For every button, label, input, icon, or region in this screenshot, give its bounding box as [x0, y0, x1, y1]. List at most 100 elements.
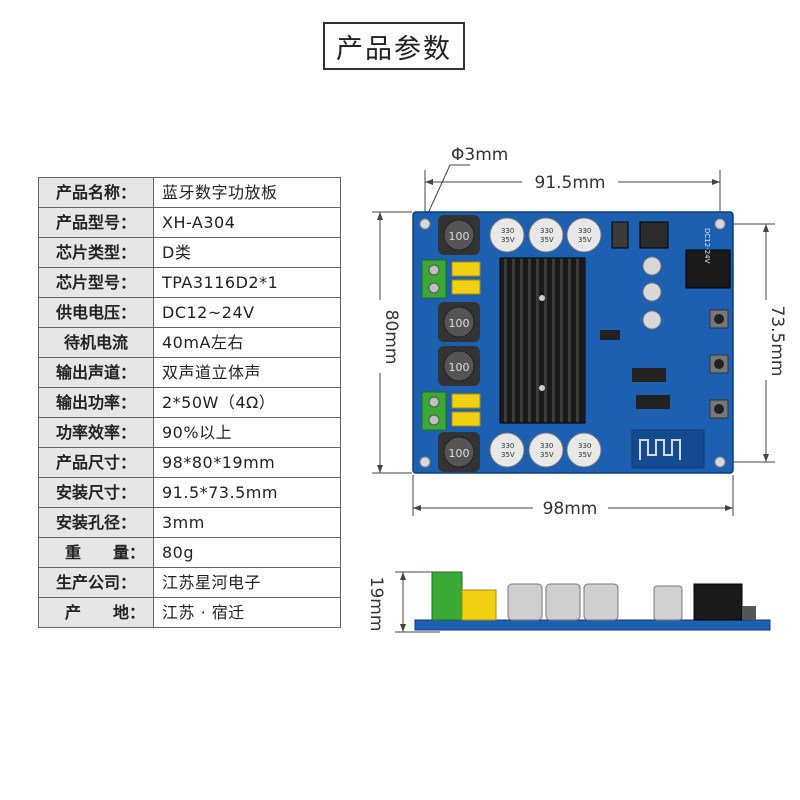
spec-value: 98*80*19mm	[153, 447, 341, 478]
electrolytic-capacitor-side	[545, 583, 581, 621]
svg-text:100: 100	[449, 317, 470, 330]
spec-value: 江苏星河电子	[153, 567, 341, 598]
svg-text:330: 330	[501, 227, 514, 235]
electrolytic-capacitor: 330 35V	[566, 217, 602, 253]
dc-jack-side	[693, 583, 743, 621]
table-row: 供电电压：DC12~24V	[38, 297, 341, 328]
antenna-icon	[639, 439, 681, 460]
mount-hole-icon	[714, 456, 726, 468]
voltage-regulator	[639, 221, 669, 249]
svg-text:330: 330	[578, 227, 591, 235]
spec-label-part: 量：	[112, 543, 145, 562]
small-capacitor	[642, 310, 662, 330]
table-row: 产品尺寸：98*80*19mm	[38, 447, 341, 478]
power-label: DC12-24V	[703, 228, 711, 264]
film-capacitor-side	[461, 589, 497, 621]
mount-hole-icon	[714, 218, 726, 230]
button-side	[742, 606, 756, 620]
spec-value: 40mA左右	[153, 327, 341, 358]
svg-text:330: 330	[540, 442, 553, 450]
film-capacitor	[451, 279, 481, 295]
pcb-side-view	[414, 571, 771, 631]
svg-text:35V: 35V	[501, 236, 515, 244]
table-row: 输出声道：双声道立体声	[38, 357, 341, 388]
mount-hole-icon	[419, 218, 431, 230]
small-capacitor	[642, 282, 662, 302]
spec-label: 安装孔径：	[38, 507, 154, 538]
height-label: 80mm	[381, 310, 401, 365]
spec-value: 3mm	[153, 507, 341, 538]
spec-value: TPA3116D2*1	[153, 267, 341, 298]
spec-label: 产品尺寸：	[38, 447, 154, 478]
screw-terminal-side	[431, 571, 463, 621]
mount-width-label: 91.5mm	[535, 173, 606, 193]
svg-text:35V: 35V	[540, 236, 554, 244]
pcb-edge	[414, 619, 771, 631]
page-title: 产品参数	[323, 22, 465, 70]
spec-label: 产 地：	[38, 597, 154, 628]
thickness-label: 19mm	[366, 577, 386, 632]
table-row: 产品型号：XH-A304	[38, 207, 341, 238]
mount-hole-icon	[419, 456, 431, 468]
spec-label: 安装尺寸：	[38, 477, 154, 508]
svg-text:100: 100	[449, 230, 470, 243]
spec-value: XH-A304	[153, 207, 341, 238]
spec-label: 重 量：	[38, 537, 154, 568]
spec-label: 芯片型号：	[38, 267, 154, 298]
spec-value: DC12~24V	[153, 297, 341, 328]
table-row: 产 地： 江苏 · 宿迁	[38, 597, 341, 628]
small-capacitor-side	[653, 585, 683, 621]
film-capacitor	[451, 411, 481, 427]
inductor: 100	[438, 432, 480, 472]
table-row: 产品名称：蓝牙数字功放板	[38, 177, 341, 208]
electrolytic-capacitor: 330 35V	[528, 432, 564, 468]
hole-dimension-label: Φ3mm	[451, 145, 508, 165]
svg-text:100: 100	[449, 447, 470, 460]
table-row: 功率效率：90%以上	[38, 417, 341, 448]
spec-label-part: 地：	[112, 603, 145, 622]
film-capacitor	[451, 261, 481, 277]
svg-text:100: 100	[449, 361, 470, 374]
table-row: 芯片类型：D类	[38, 237, 341, 268]
svg-text:35V: 35V	[501, 451, 515, 459]
spec-label: 产品名称：	[38, 177, 154, 208]
spec-label: 输出功率：	[38, 387, 154, 418]
dimension-arrows	[377, 179, 769, 511]
dc-jack	[685, 249, 731, 289]
svg-text:35V: 35V	[578, 236, 592, 244]
spec-label: 功率效率：	[38, 417, 154, 448]
spec-value: 蓝牙数字功放板	[153, 177, 341, 208]
pcb-top-view: 100 100 100 100 330 35V 330 35V	[412, 211, 734, 474]
inductor: 100	[438, 346, 480, 386]
spec-label-part: 重	[65, 543, 82, 562]
table-row: 安装孔径：3mm	[38, 507, 341, 538]
bluetooth-module	[631, 429, 705, 469]
film-capacitor	[451, 393, 481, 409]
spec-value: 90%以上	[153, 417, 341, 448]
electrolytic-capacitor: 330 35V	[528, 217, 564, 253]
electrolytic-capacitor: 330 35V	[489, 432, 525, 468]
ic-chip	[636, 395, 670, 409]
electrolytic-capacitor-side	[507, 583, 543, 621]
inductor: 100	[438, 302, 480, 342]
svg-text:330: 330	[540, 227, 553, 235]
mount-height-label: 73.5mm	[767, 306, 787, 377]
heatsink	[499, 257, 586, 424]
table-row: 安装尺寸：91.5*73.5mm	[38, 477, 341, 508]
spec-value: 91.5*73.5mm	[153, 477, 341, 508]
spec-table: 产品名称：蓝牙数字功放板 产品型号：XH-A304 芯片类型：D类 芯片型号：T…	[38, 177, 341, 628]
electrolytic-capacitor: 330 35V	[566, 432, 602, 468]
spec-value: 江苏 · 宿迁	[153, 597, 341, 628]
width-label: 98mm	[543, 499, 598, 519]
spec-value: D类	[153, 237, 341, 268]
inductor: 100	[438, 215, 480, 255]
electrolytic-capacitor: 330 35V	[489, 217, 525, 253]
spec-label: 待机电流	[38, 327, 154, 358]
small-capacitor	[642, 256, 662, 276]
svg-text:330: 330	[578, 442, 591, 450]
diode	[611, 221, 629, 249]
svg-text:35V: 35V	[578, 451, 592, 459]
spec-label-part: 产	[65, 603, 82, 622]
